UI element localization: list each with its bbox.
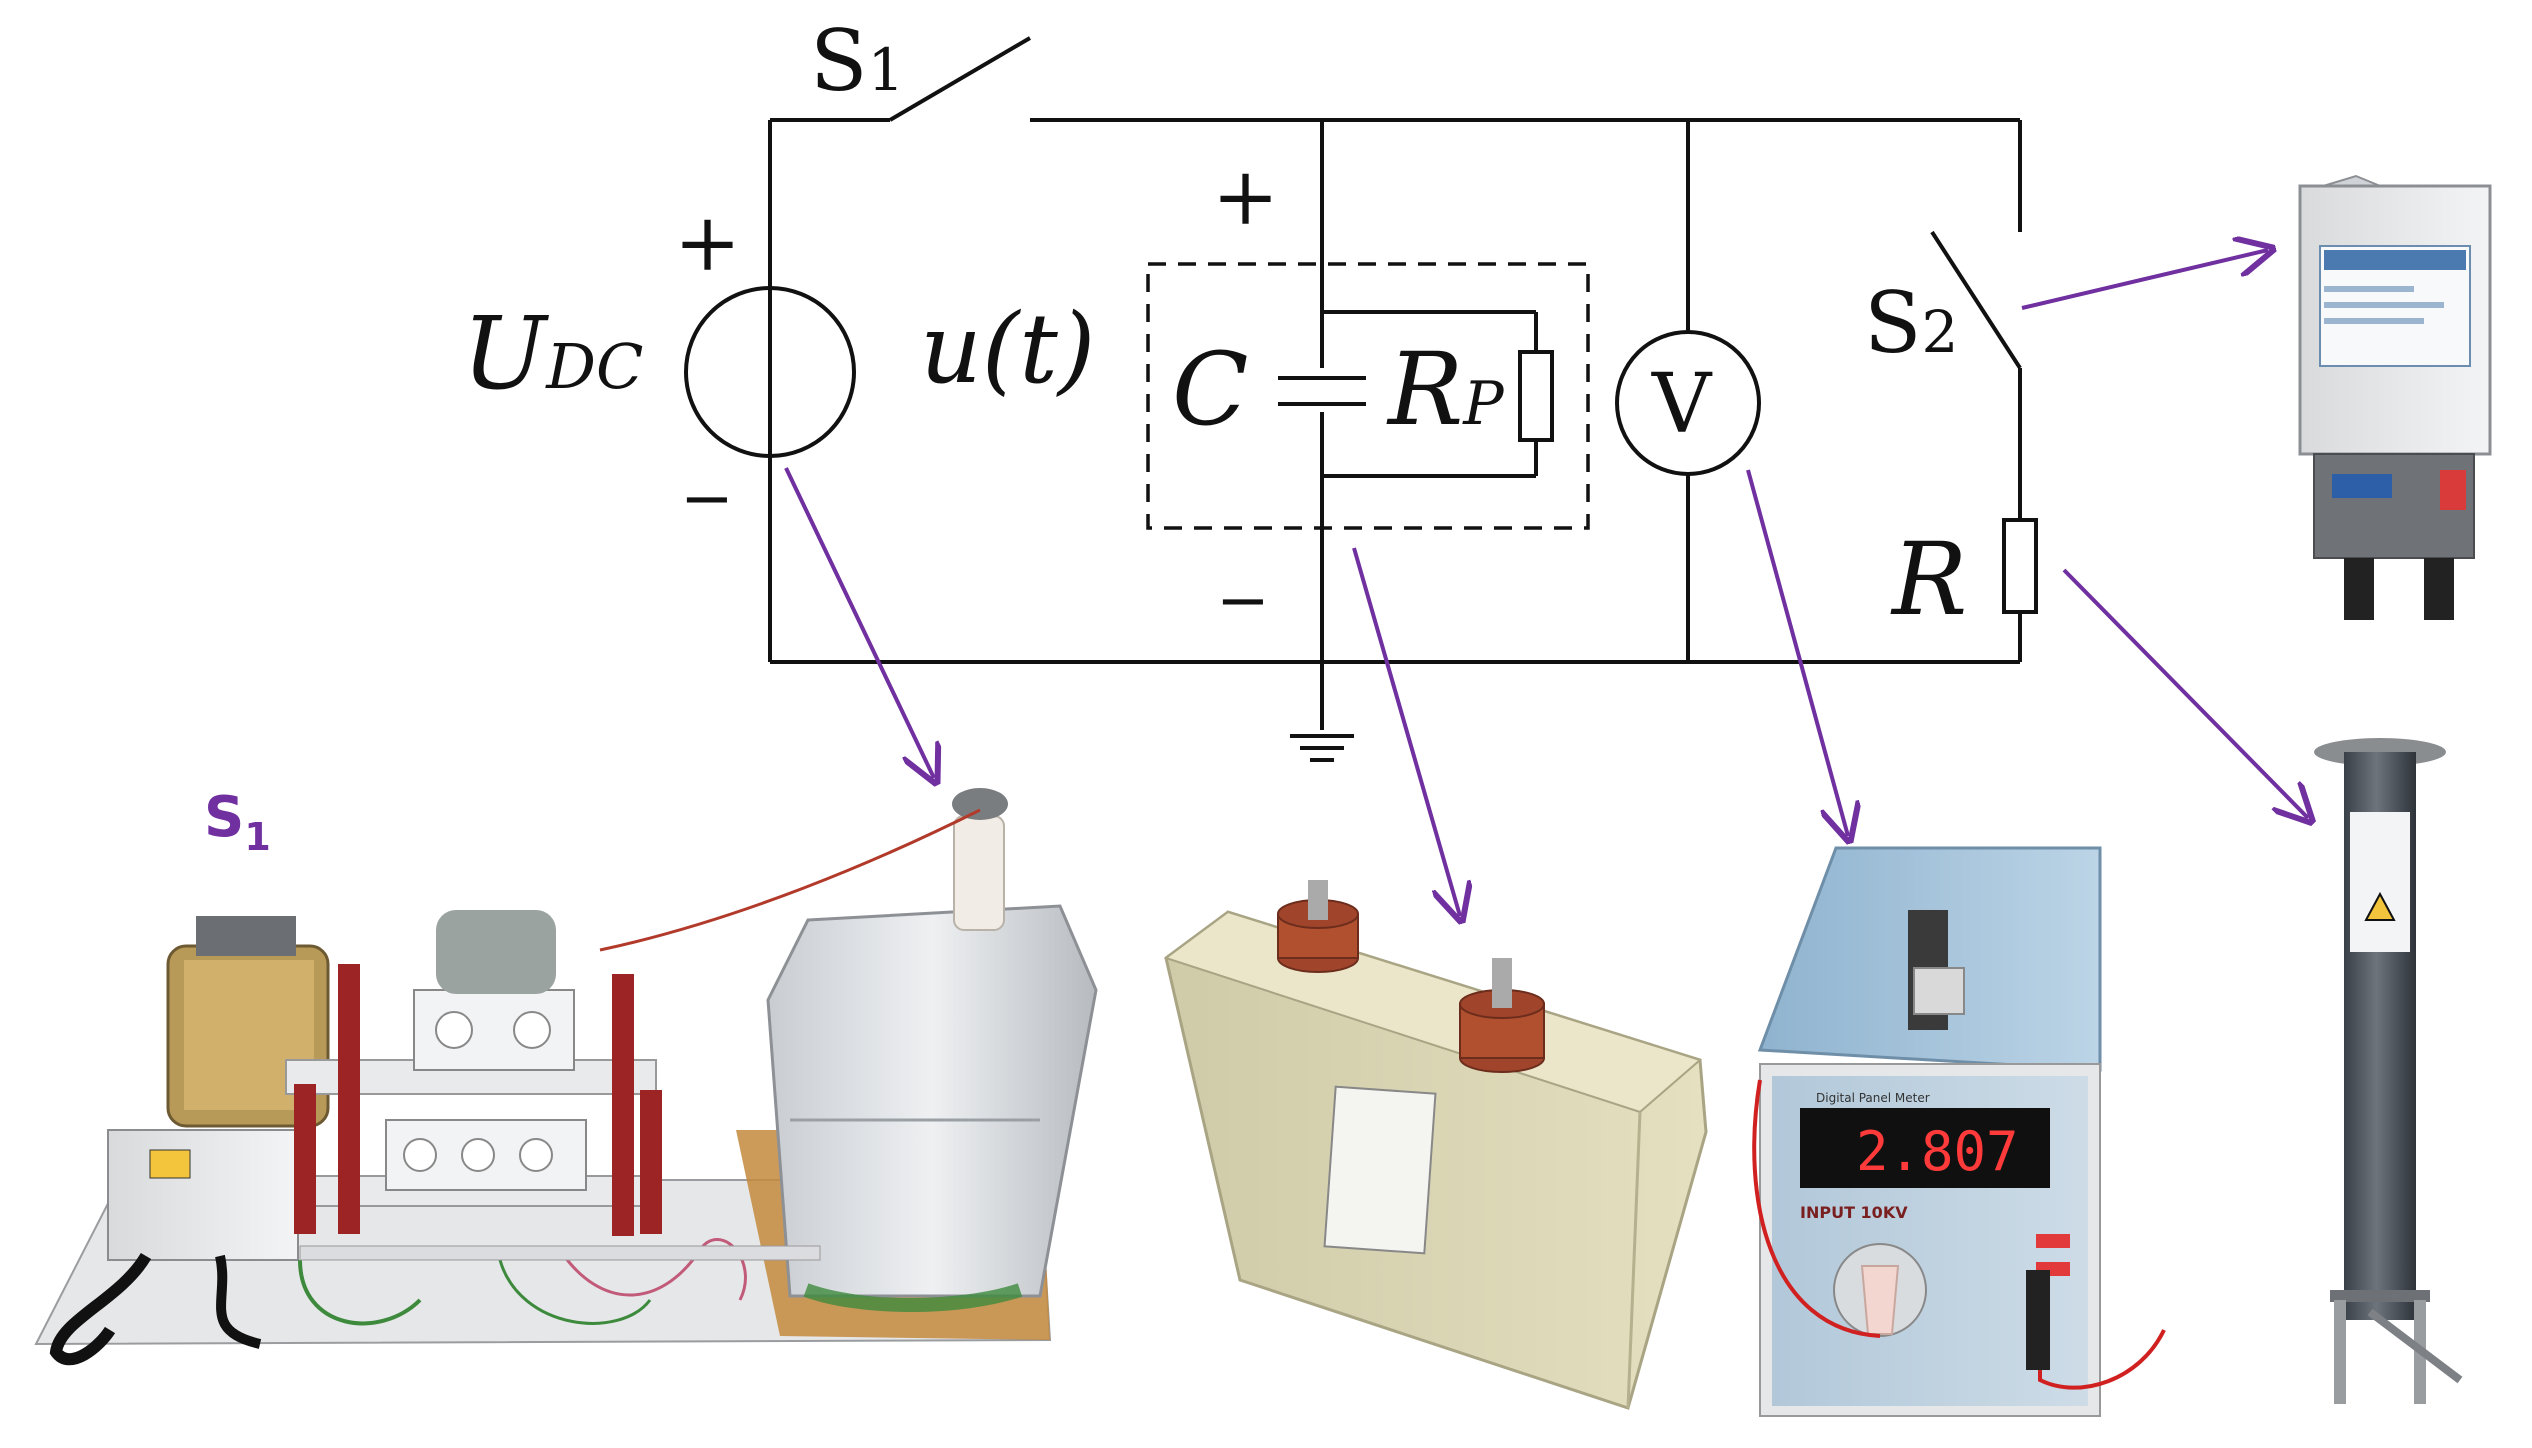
dc-source-symbol (684, 286, 856, 458)
switch-s2-photo (2298, 174, 2492, 620)
voltmeter-photo: Digital Panel Meter 2.807 INPUT 10KV (1752, 846, 2166, 1417)
source-label: UDC (462, 295, 643, 412)
switch-s1-label: S1 (810, 12, 904, 110)
capacitor-minus-sign: − (1216, 564, 1270, 638)
capacitor-photo (1163, 880, 1708, 1410)
rp-resistor-symbol (1518, 350, 1554, 442)
r-resistor-symbol (2002, 518, 2038, 614)
hv-resistor-photo (2314, 738, 2463, 1404)
arrow-to-hv-source (784, 467, 934, 778)
voltmeter-label: V (1651, 357, 1713, 452)
circuit-wiring (768, 118, 2022, 730)
voltmeter-symbol (1615, 330, 1761, 476)
switch-s2-blade (1930, 230, 2022, 370)
voltmeter-input-label: INPUT 10KV (1800, 1203, 1908, 1222)
voltmeter-display: 2.807 (1856, 1120, 2019, 1183)
source-minus-sign: − (680, 462, 734, 536)
capacitor-plus-sign: + (1212, 150, 1279, 243)
pointer-arrows (784, 250, 2308, 916)
photo-s1-label: S1 (204, 785, 271, 859)
resistor-label: R (1890, 521, 1967, 638)
source-plus-sign: + (674, 196, 741, 289)
arrow-to-switch (2021, 250, 2268, 310)
voltage-label: u(t) (920, 293, 1095, 405)
capacitor-label: C (1172, 331, 1249, 448)
arrow-to-capacitor (1352, 547, 1460, 916)
voltmeter-panel-label: Digital Panel Meter (1816, 1091, 1930, 1105)
capacitor-dashed-box (1146, 262, 1590, 530)
capacitor-symbol (1278, 376, 1366, 406)
arrow-to-resistor (2062, 568, 2308, 818)
switch-s2-label: S2 (1864, 274, 1958, 372)
switch-s1-blade (888, 36, 1032, 122)
arrow-to-voltmeter (1746, 469, 1848, 836)
hv-test-set-photo: S1 (34, 785, 1098, 1366)
ground-symbol (1290, 734, 1354, 762)
rp-label: RP (1386, 331, 1505, 448)
